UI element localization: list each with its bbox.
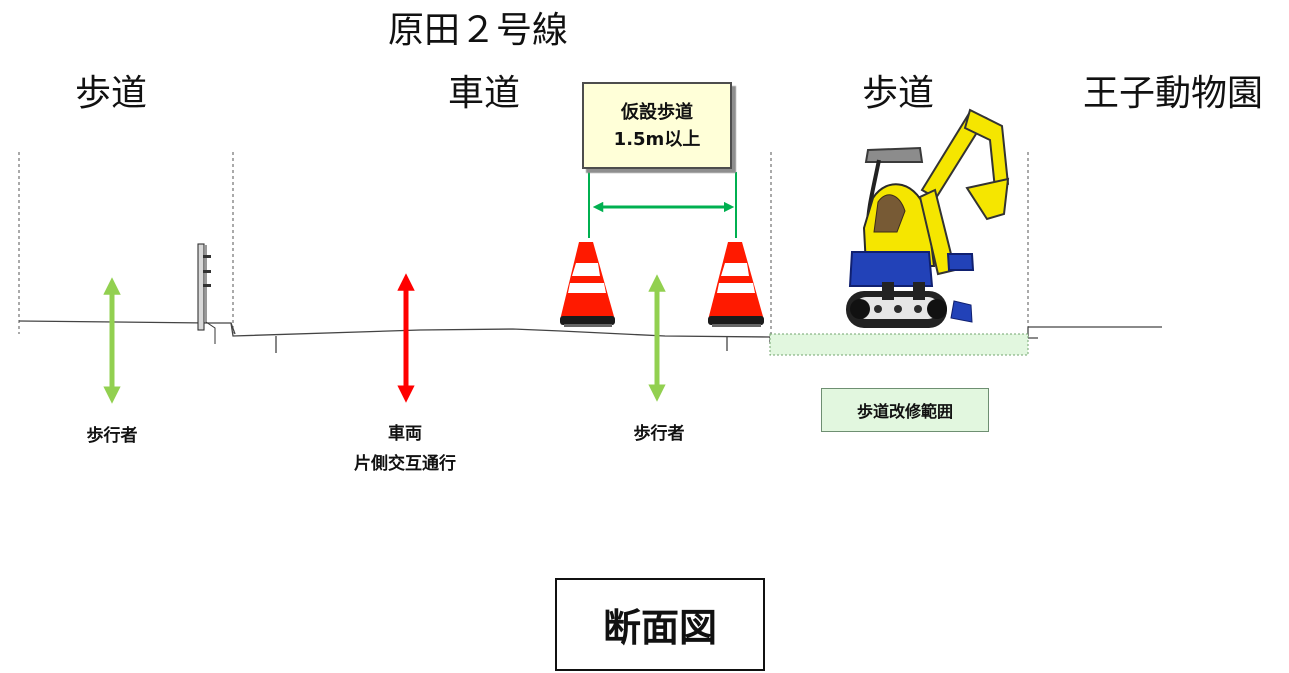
left-pedestrian-label: 歩行者 xyxy=(86,426,138,446)
zoo-label: 王子動物園 xyxy=(1083,73,1264,114)
temporary-walkway-label: 仮設歩道 xyxy=(621,101,693,123)
vehicle-label-line-1: 車両 xyxy=(388,424,422,444)
right-walkway-label: 歩道 xyxy=(862,73,935,114)
sidewalk-repair-area xyxy=(769,333,1029,356)
left-walkway-label: 歩道 xyxy=(75,73,148,114)
cross-section-label-box: 断面図 xyxy=(555,578,765,671)
temporary-walkway-width-label: 1.5m以上 xyxy=(613,128,701,150)
vehicle-label-line-2: 片側交互通行 xyxy=(354,454,456,474)
roadway-label: 車道 xyxy=(448,73,521,114)
traffic-cone-icon xyxy=(708,242,764,327)
temporary-walkway-label-box: 仮設歩道 1.5m以上 xyxy=(582,82,732,169)
section-boundary-lines xyxy=(18,152,1029,334)
excavator-icon xyxy=(846,108,1010,328)
sidewalk-repair-label: 歩道改修範囲 xyxy=(821,388,989,432)
traffic-cone-icon xyxy=(560,242,615,327)
utility-pole-icon xyxy=(197,243,216,344)
cross-section-label: 断面図 xyxy=(602,606,717,650)
temporary-walkway-width-arrow xyxy=(588,172,737,238)
vehicle-label: 車両 片側交互通行 xyxy=(340,419,470,479)
road-title: 原田２号線 xyxy=(388,10,569,51)
middle-pedestrian-label: 歩行者 xyxy=(633,424,685,444)
